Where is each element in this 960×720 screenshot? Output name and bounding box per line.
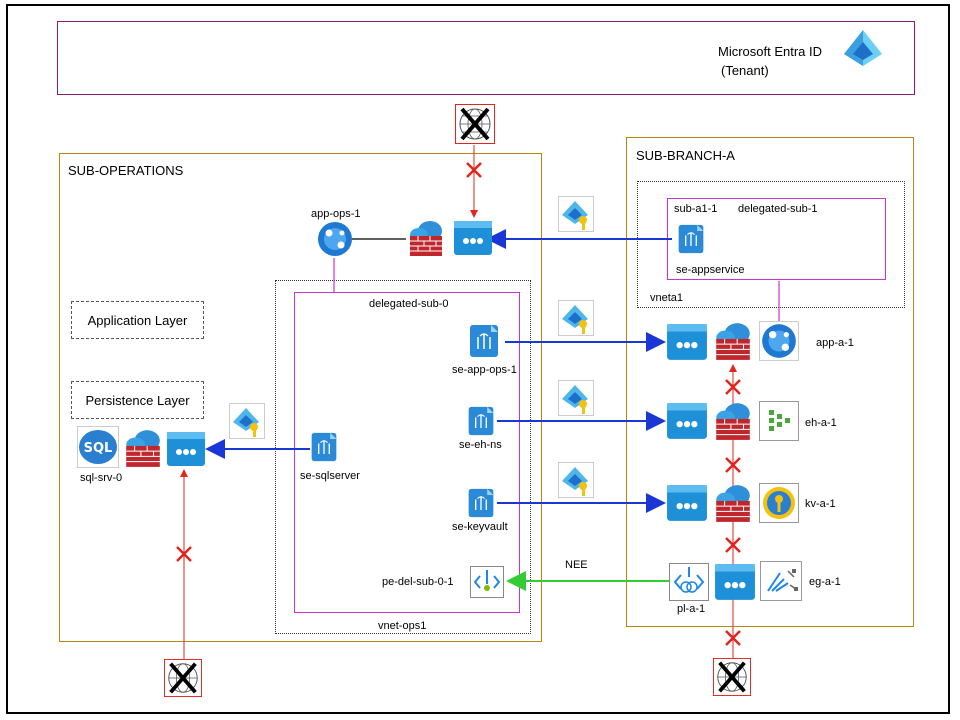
blocked-internet-icon [713, 658, 751, 696]
entra-key-icon [558, 196, 594, 232]
blocked-internet-icon [164, 659, 202, 697]
private-link-endpoint-icon [470, 566, 504, 598]
persistence-layer-label: Persistence Layer [85, 393, 190, 408]
deny-x-icon [176, 546, 192, 562]
firewall-icon [712, 320, 754, 362]
tenant-sub-label: (Tenant) [721, 63, 769, 78]
eg-a-1-label: eg-a-1 [809, 576, 841, 588]
service-endpoint-icon [676, 222, 706, 256]
private-endpoint-icon [453, 219, 493, 257]
key-vault-icon [759, 483, 799, 523]
firewall-icon [712, 482, 754, 524]
service-endpoint-icon [309, 431, 339, 463]
svg-text:SQL: SQL [84, 441, 113, 456]
deny-x-icon [725, 630, 741, 646]
se-appservice-label: se-appservice [676, 264, 745, 276]
diagram-frame [6, 4, 950, 714]
app-service-icon [316, 220, 354, 258]
se-sqlserver-label: se-sqlserver [300, 470, 360, 482]
firewall-icon [122, 427, 164, 469]
delegated-sub-0-label: delegated-sub-0 [369, 298, 449, 310]
firewall-icon [712, 400, 754, 442]
event-hubs-icon [759, 401, 799, 441]
se-keyvault-label: se-keyvault [452, 521, 508, 533]
entra-key-icon [558, 462, 594, 498]
vnet-ops1-container [275, 280, 531, 634]
sql-server-icon: SQL [77, 426, 119, 468]
private-endpoint-icon [666, 401, 708, 441]
persistence-layer-box: Persistence Layer [71, 381, 204, 419]
eh-a-1-label: eh-a-1 [805, 417, 837, 429]
kv-a-1-label: kv-a-1 [805, 498, 836, 510]
service-endpoint-icon [466, 487, 496, 519]
app-service-icon [759, 321, 799, 361]
sub-operations-container [59, 153, 542, 642]
deny-x-icon [725, 379, 741, 395]
pl-a-1-label: pl-a-1 [677, 603, 706, 615]
blocked-internet-icon [455, 104, 495, 144]
firewall-icon [406, 218, 446, 258]
application-layer-label: Application Layer [87, 313, 188, 328]
se-eh-ns-label: se-eh-ns [459, 439, 502, 451]
event-grid-icon [760, 561, 802, 601]
private-endpoint-icon [714, 562, 756, 602]
deny-x-icon [725, 457, 741, 473]
service-endpoint-icon [467, 323, 501, 359]
application-layer-box: Application Layer [71, 301, 204, 339]
se-app-ops-1-label: se-app-ops-1 [452, 364, 517, 376]
sql-srv-0-label: sql-srv-0 [80, 472, 123, 484]
vnet-ops1-label: vnet-ops1 [378, 620, 427, 632]
sub-branch-a-title: SUB-BRANCH-A [636, 148, 735, 163]
deny-x-icon [466, 162, 482, 178]
tenant-name: Microsoft Entra ID [718, 44, 823, 59]
sub-a1-1-label: sub-a1-1 [674, 203, 718, 215]
entra-id-icon [842, 28, 884, 68]
sub-operations-title: SUB-OPERATIONS [68, 163, 184, 178]
app-a-1-label: app-a-1 [816, 337, 854, 349]
delegated-sub-1-label: delegated-sub-1 [738, 203, 818, 215]
delegated-sub-0-container [294, 292, 520, 613]
deny-x-icon [725, 537, 741, 553]
edge-label-nee: NEE [565, 559, 588, 571]
tenant-container [57, 21, 915, 95]
private-endpoint-icon [166, 430, 206, 468]
private-endpoint-icon [666, 322, 708, 362]
private-link-service-icon [669, 563, 709, 601]
sub-branch-a-container [626, 137, 914, 627]
entra-key-icon [558, 380, 594, 416]
vneta1-container [637, 181, 905, 308]
entra-key-icon [558, 300, 594, 336]
vneta1-label: vneta1 [650, 292, 684, 304]
pe-del-sub-0-1-label: pe-del-sub-0-1 [382, 576, 454, 588]
app-ops-1-label: app-ops-1 [311, 208, 361, 220]
service-endpoint-icon [466, 405, 496, 437]
entra-key-icon [229, 403, 265, 439]
private-endpoint-icon [666, 483, 708, 523]
